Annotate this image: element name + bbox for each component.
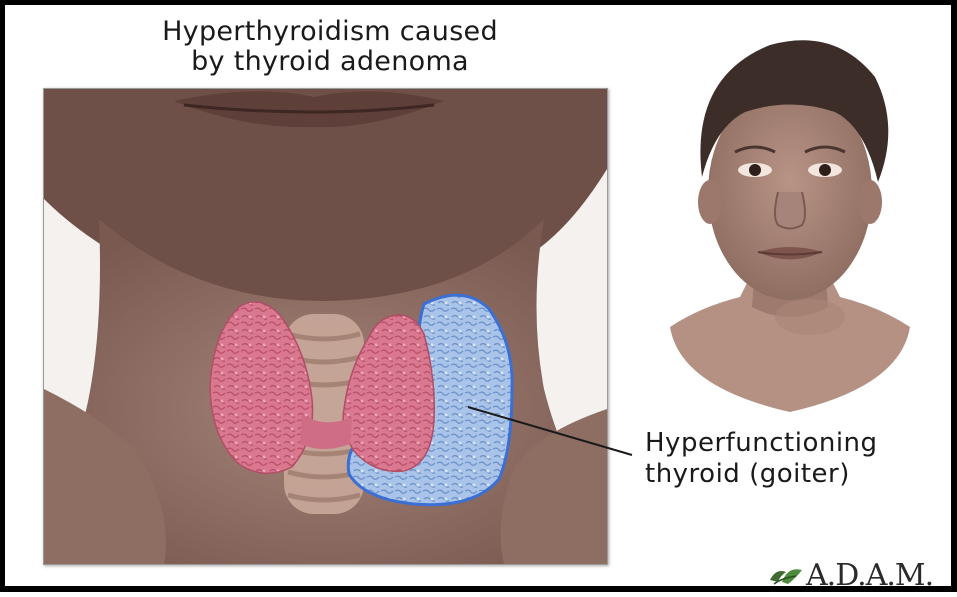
adam-logo: A.D.A.M. — [768, 560, 933, 592]
neck-illustration — [43, 88, 608, 565]
title-line-1: Hyperthyroidism caused — [85, 17, 575, 47]
callout-line-2: thyroid (goiter) — [645, 459, 945, 490]
patient-portrait-svg — [660, 17, 920, 412]
neck-illustration-svg — [44, 89, 607, 564]
logo-text: A.D.A.M. — [806, 561, 933, 591]
title-line-2: by thyroid adenoma — [85, 47, 575, 77]
leaf-icon — [768, 562, 804, 590]
figure-title: Hyperthyroidism caused by thyroid adenom… — [85, 17, 575, 77]
patient-portrait — [660, 17, 920, 412]
goiter-callout: Hyperfunctioning thyroid (goiter) — [645, 428, 945, 490]
callout-line-1: Hyperfunctioning — [645, 428, 945, 459]
